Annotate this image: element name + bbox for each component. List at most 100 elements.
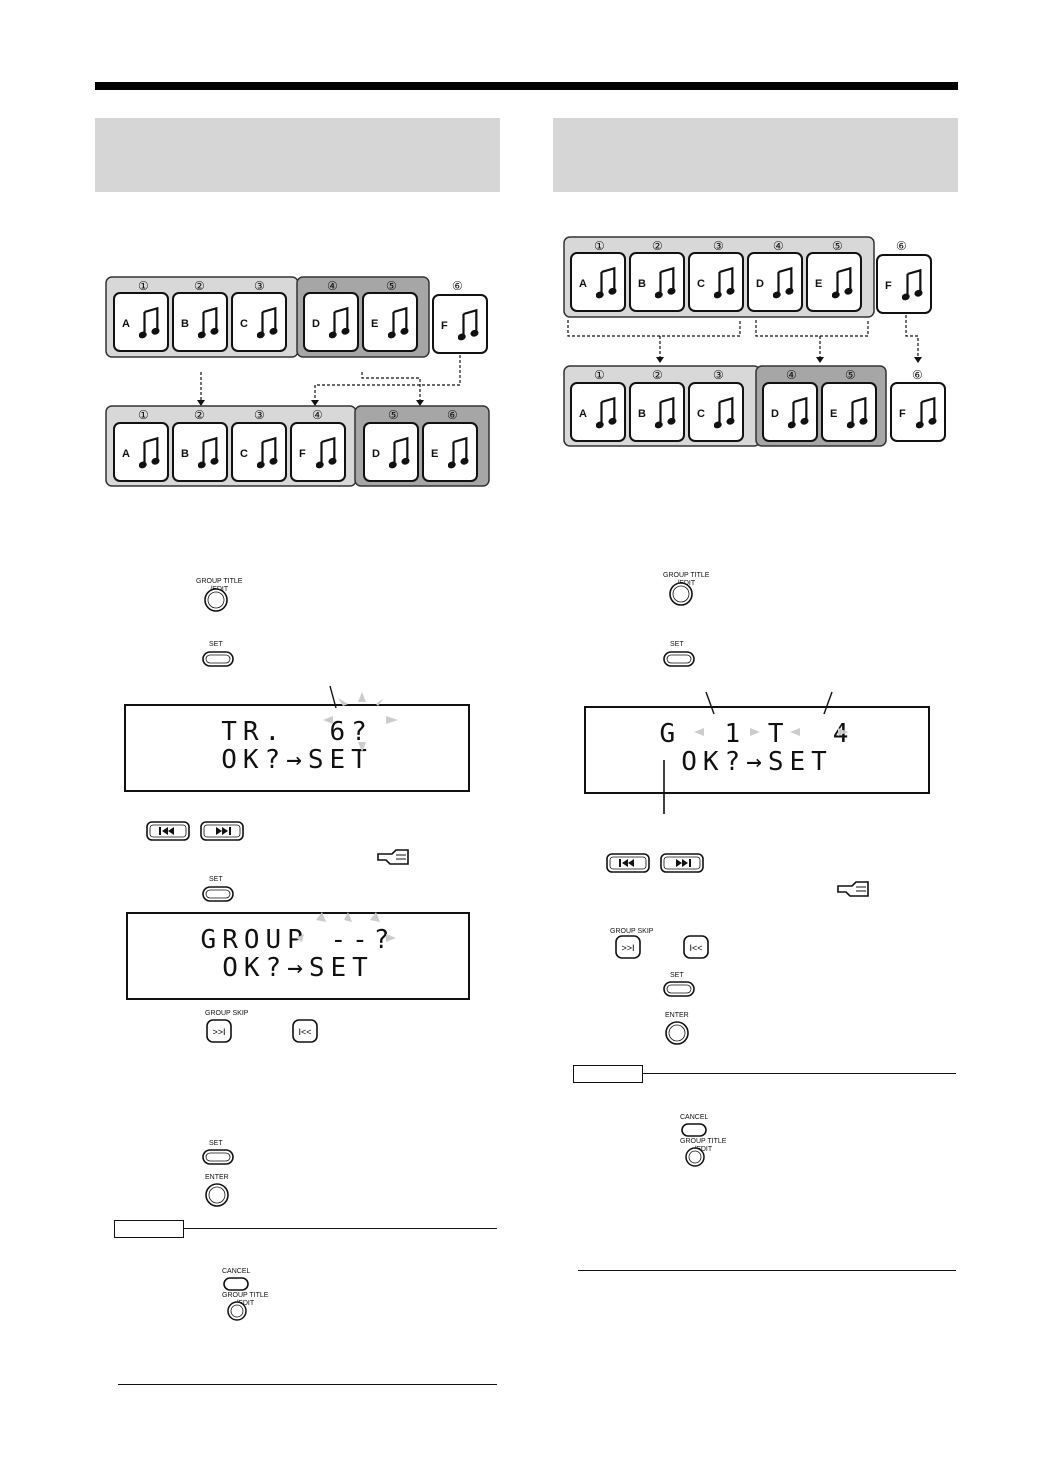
track-card: F (876, 254, 932, 314)
cancel-button[interactable] (222, 1276, 250, 1292)
cancel-button[interactable] (680, 1122, 708, 1138)
group-skip-forward-button[interactable]: >>I (205, 1018, 235, 1046)
music-note-icon (596, 396, 618, 430)
set-button[interactable] (662, 980, 696, 998)
track-number: ④ (773, 239, 784, 253)
track-number: ② (194, 408, 205, 422)
music-note-icon (714, 396, 736, 430)
track-card: B (629, 382, 685, 442)
lcd-line-2: OK?→SET (681, 747, 833, 777)
group-title-edit-button[interactable] (684, 1146, 706, 1168)
set-button[interactable] (201, 885, 235, 903)
next-track-button[interactable] (200, 821, 244, 841)
group-title-edit-button[interactable] (226, 1300, 248, 1322)
group-title-edit-button[interactable] (203, 587, 229, 613)
track-number: ③ (713, 368, 724, 382)
track-number: ③ (254, 279, 265, 293)
lcd-line-1: GROUP --? (200, 925, 396, 955)
lcd-line-1: TR. 6? (221, 717, 373, 747)
group-skip-forward-button[interactable]: >>I (614, 934, 644, 962)
svg-text:>>I: >>I (212, 1027, 225, 1037)
music-note-icon (916, 396, 938, 430)
track-card: F (290, 422, 346, 482)
group-skip-back-button[interactable]: I<< (291, 1018, 321, 1046)
blink-indicator (296, 912, 396, 942)
track-card: A (570, 252, 626, 312)
music-note-icon (596, 266, 618, 300)
blink-indicator (323, 685, 398, 752)
lcd-line-2: OK?→SET (222, 953, 374, 983)
skip-buttons (146, 821, 244, 841)
track-card: C (688, 382, 744, 442)
track-card: E (821, 382, 877, 442)
track-number: ⑤ (388, 408, 399, 422)
group-skip-label: GROUP SKIP (610, 928, 654, 935)
set-label: SET (209, 876, 223, 883)
music-note-icon (458, 308, 480, 342)
music-note-icon (655, 266, 677, 300)
music-note-icon (257, 436, 279, 470)
enter-button[interactable] (664, 1020, 690, 1046)
track-card: B (172, 292, 228, 352)
track-number: ② (194, 279, 205, 293)
skip-buttons (606, 853, 704, 873)
track-number: ⑥ (452, 279, 463, 293)
track-card: E (806, 252, 862, 312)
set-button[interactable] (201, 1148, 235, 1166)
music-note-icon (773, 266, 795, 300)
group-skip-label: GROUP SKIP (205, 1010, 249, 1017)
music-note-icon (847, 396, 869, 430)
prev-track-button[interactable] (146, 821, 190, 841)
track-card: B (172, 422, 228, 482)
track-number: ④ (312, 408, 323, 422)
svg-text:I<<: I<< (689, 943, 702, 953)
music-note-icon (139, 436, 161, 470)
track-card: A (570, 382, 626, 442)
track-number: ① (138, 408, 149, 422)
lcd-display-track: TR. 6? OK?→SET (124, 704, 470, 792)
prev-track-button[interactable] (606, 853, 650, 873)
track-number: ② (652, 239, 663, 253)
hand-pointer-icon (837, 881, 869, 897)
track-number: ⑥ (447, 408, 458, 422)
track-card: E (422, 422, 478, 482)
group-skip-back-button[interactable]: I<< (682, 934, 712, 962)
music-note-icon (655, 396, 677, 430)
track-number: ③ (713, 239, 724, 253)
set-label: SET (209, 641, 223, 648)
cancel-label: CANCEL (680, 1114, 709, 1121)
track-number: ⑥ (896, 239, 907, 253)
enter-button[interactable] (204, 1182, 230, 1208)
left-section-header (95, 118, 500, 192)
music-note-icon (139, 306, 161, 340)
track-number: ③ (254, 408, 265, 422)
track-card: D (303, 292, 359, 352)
set-label: SET (670, 641, 684, 648)
track-number: ④ (327, 279, 338, 293)
group-title-edit-label: GROUP TITLE /EDIT (222, 1292, 269, 1307)
track-card: A (113, 292, 169, 352)
track-number: ④ (786, 368, 797, 382)
track-card: D (747, 252, 803, 312)
group-title-edit-label: GROUP TITLE /EDIT (680, 1138, 727, 1153)
set-label: SET (209, 1140, 223, 1147)
svg-text:I<<: I<< (298, 1027, 311, 1037)
music-note-icon (257, 306, 279, 340)
memo-rule (183, 1228, 497, 1229)
music-note-icon (389, 436, 411, 470)
set-button[interactable] (201, 650, 235, 668)
music-note-icon (832, 266, 854, 300)
memo-bottom-rule (578, 1270, 956, 1271)
group-title-edit-button[interactable] (668, 581, 694, 607)
track-number: ⑤ (386, 279, 397, 293)
music-note-icon (714, 266, 736, 300)
music-note-icon (316, 436, 338, 470)
lcd-line-2: OK?→SET (221, 745, 373, 775)
track-card: D (762, 382, 818, 442)
track-card: A (113, 422, 169, 482)
track-number: ① (594, 239, 605, 253)
next-track-button[interactable] (660, 853, 704, 873)
music-note-icon (388, 306, 410, 340)
enter-label: ENTER (205, 1174, 229, 1181)
set-button[interactable] (662, 650, 696, 668)
